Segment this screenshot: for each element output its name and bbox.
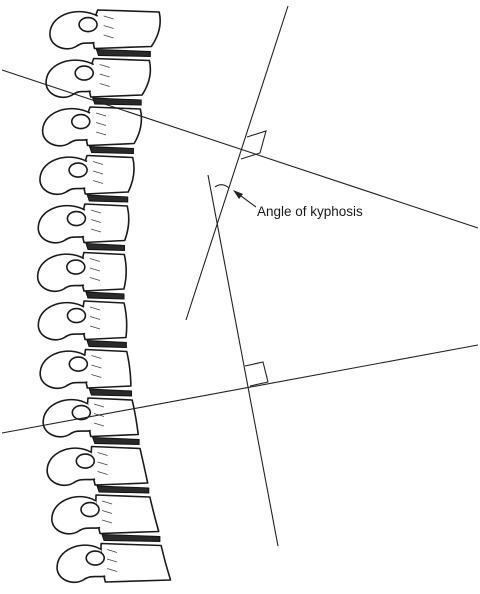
shading-stroke	[99, 83, 110, 87]
facet-joint	[71, 404, 92, 421]
vertebral-body	[84, 106, 143, 147]
intervertebral-disc	[101, 533, 161, 543]
shading-stroke	[97, 471, 108, 475]
shading-stroke	[92, 180, 104, 184]
shading-stroke	[92, 161, 104, 165]
shading-stroke	[90, 209, 102, 214]
lower-perpendicular-line	[207, 174, 279, 547]
facet-joint	[68, 162, 88, 178]
upper-right-angle-marker	[240, 130, 267, 160]
upper-perpendicular-line	[185, 5, 289, 321]
shading-stroke	[89, 258, 101, 262]
vertebral-body	[86, 397, 140, 438]
vertebral-body	[95, 494, 160, 535]
facet-joint	[74, 65, 94, 81]
vertebral-body	[81, 300, 128, 341]
facet-joint	[70, 113, 91, 130]
facet-joint	[78, 16, 98, 33]
shading-stroke	[95, 122, 107, 126]
vertebral-body	[100, 542, 172, 583]
facet-joint	[66, 307, 87, 324]
vertebral-body	[88, 57, 152, 98]
shading-stroke	[89, 277, 101, 281]
shading-stroke	[101, 510, 113, 514]
shading-stroke	[101, 519, 113, 524]
shading-stroke	[106, 568, 118, 572]
shading-stroke	[95, 112, 107, 117]
shading-stroke	[91, 374, 102, 378]
facet-joint	[66, 259, 86, 275]
shading-stroke	[90, 219, 102, 223]
shading-stroke	[106, 549, 118, 553]
vertebral-body	[91, 9, 161, 50]
intervertebral-disc	[88, 388, 132, 397]
lower-endplate-line	[1, 344, 479, 434]
intervertebral-disc	[92, 97, 142, 106]
angle-of-kyphosis-label: Angle of kyphosis	[257, 204, 363, 219]
shading-stroke	[93, 403, 105, 408]
shading-stroke	[103, 34, 114, 39]
shading-stroke	[89, 267, 101, 272]
shading-stroke	[90, 228, 102, 233]
shading-stroke	[92, 170, 104, 175]
shading-stroke	[89, 316, 101, 320]
intervertebral-disc	[95, 48, 151, 58]
intervertebral-disc	[85, 291, 125, 300]
vertebral-body	[83, 348, 132, 389]
facet-joint	[85, 550, 106, 566]
kyphosis-angle-arc	[214, 184, 230, 189]
intervertebral-disc	[86, 339, 127, 349]
shading-stroke	[97, 452, 108, 456]
intervertebral-disc	[85, 242, 125, 252]
annotation-arrow-head	[233, 190, 243, 199]
vertebral-body	[80, 251, 127, 292]
shading-stroke	[106, 558, 118, 563]
shading-stroke	[101, 500, 113, 505]
thoracic-spine-illustration	[37, 9, 172, 584]
vertebral-body	[90, 445, 149, 486]
lower-right-angle-marker	[244, 361, 269, 387]
facet-joint	[66, 210, 87, 227]
shading-stroke	[103, 25, 114, 29]
shading-stroke	[103, 15, 114, 20]
intervertebral-disc	[88, 145, 134, 155]
upper-endplate-line	[1, 69, 479, 229]
intervertebral-disc	[86, 194, 129, 203]
vertebral-body	[82, 154, 135, 195]
shading-stroke	[91, 355, 102, 359]
intervertebral-disc	[92, 436, 140, 446]
intervertebral-disc	[96, 485, 150, 494]
facet-joint	[80, 501, 100, 518]
shading-stroke	[95, 131, 107, 136]
shading-stroke	[91, 364, 102, 369]
shading-stroke	[93, 422, 105, 427]
shading-stroke	[97, 461, 108, 466]
facet-joint	[75, 453, 96, 469]
shading-stroke	[99, 73, 110, 78]
shading-stroke	[89, 325, 101, 330]
vertebral-body	[80, 203, 130, 244]
facet-joint	[68, 356, 89, 372]
shading-stroke	[99, 64, 110, 68]
shading-stroke	[89, 306, 101, 311]
